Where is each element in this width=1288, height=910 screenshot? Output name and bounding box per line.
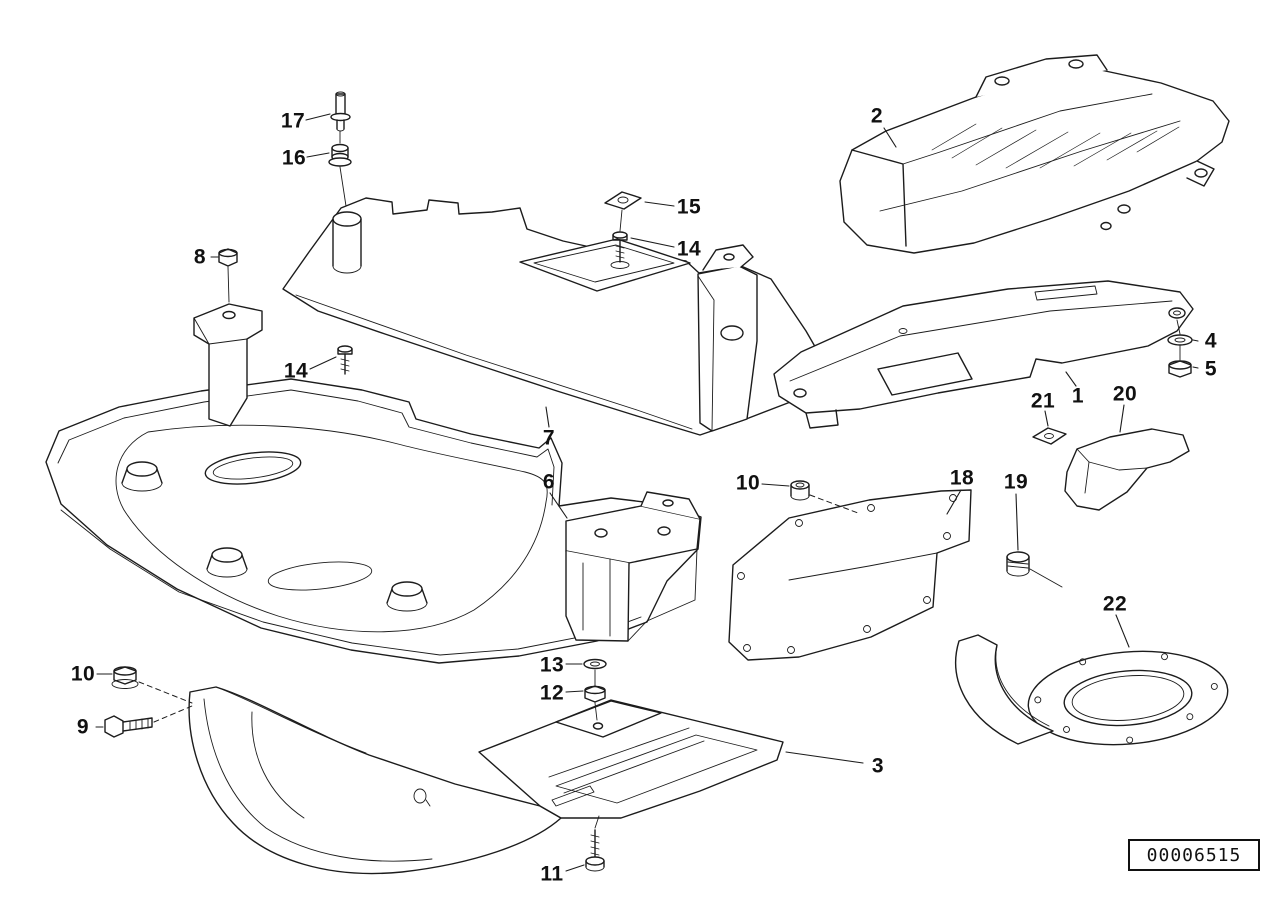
part-19-grommet <box>1006 551 1063 588</box>
part-20-deflector <box>1064 428 1190 511</box>
part-11-screw <box>585 815 605 872</box>
part-14-screw-left <box>337 345 353 375</box>
part-callout-label: 19 <box>1003 470 1029 494</box>
part-2-air-duct <box>839 54 1230 254</box>
diagram-number-stamp: 00006515 <box>1128 839 1260 871</box>
part-10-grommet-right <box>790 480 859 514</box>
part-callout-label: 12 <box>539 681 565 705</box>
part-callout-label: 8 <box>193 245 207 269</box>
part-callout-label: 4 <box>1204 329 1218 353</box>
part-callout-label: 13 <box>539 653 565 677</box>
part-callout-label: 20 <box>1112 382 1138 406</box>
part-6-underbody-shield <box>45 303 702 664</box>
part-14-screw-upper <box>610 231 630 269</box>
part-12-nut <box>584 669 606 721</box>
part-callout-label: 1 <box>1071 384 1085 408</box>
part-7-heat-shield-upper <box>282 197 837 436</box>
part-4-washer <box>1167 319 1193 361</box>
part-callout-label: 11 <box>540 862 564 886</box>
part-3-front-spoiler <box>188 686 784 875</box>
part-callout-label: 10 <box>70 662 96 686</box>
part-17-expansion-rivet <box>330 91 351 132</box>
part-callout-label: 21 <box>1030 389 1056 413</box>
part-1-heat-shield-right <box>773 280 1194 429</box>
part-callout-label: 10 <box>735 471 761 495</box>
part-callout-label: 6 <box>542 470 556 494</box>
leader-lines <box>95 113 1199 872</box>
part-callout-label: 14 <box>283 359 309 383</box>
part-callout-label: 9 <box>76 715 90 739</box>
part-callout-label: 14 <box>676 237 702 261</box>
part-callout-label: 3 <box>871 754 885 778</box>
part-13-washer <box>583 658 607 670</box>
part-callout-label: 16 <box>281 146 307 170</box>
part-callout-label: 2 <box>870 104 884 128</box>
part-21-clip <box>1032 427 1067 445</box>
part-15-clip <box>604 191 642 232</box>
part-callout-label: 17 <box>280 109 306 133</box>
part-callout-label: 18 <box>949 466 975 490</box>
part-8-nut <box>218 248 238 303</box>
part-callout-label: 15 <box>676 195 702 219</box>
part-10-nut-left <box>111 666 193 704</box>
part-callout-label: 5 <box>1204 357 1218 381</box>
part-9-bolt <box>104 705 193 738</box>
part-16-nut <box>328 130 352 207</box>
part-callout-label: 7 <box>542 426 556 450</box>
part-22-round-shield <box>955 634 1229 746</box>
part-callout-label: 22 <box>1102 592 1128 616</box>
part-18-bracket <box>728 489 972 661</box>
part-5-nut <box>1168 360 1192 378</box>
